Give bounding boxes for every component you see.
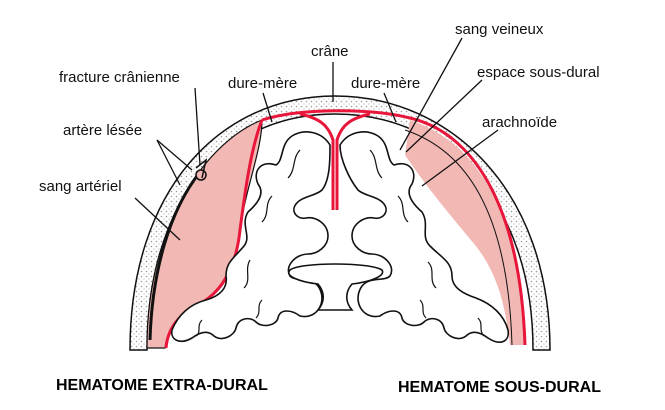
artery-lesion [195,169,207,181]
label-espace-sous-dural: espace sous-dural [477,64,600,81]
label-crane: crâne [311,43,349,60]
left-hemisphere [170,131,331,342]
left-hemisphere-inner-folds [195,149,301,337]
caption-extradural: HEMATOME EXTRA-DURAL [56,377,268,394]
arachnoid-line [404,129,513,346]
label-dure-mere-right: dure-mère [351,75,420,92]
label-artere: artère lésée [63,122,142,139]
right-hemisphere [339,131,510,343]
leader-lines [134,37,499,241]
dura-mater-line [261,109,527,346]
falx [299,112,371,210]
caption-subdural: HEMATOME SOUS-DURAL [398,379,601,396]
label-sang-veineux: sang veineux [455,21,544,38]
ventricle [287,263,384,311]
label-sang-arteriel: sang artériel [39,178,122,195]
label-fracture: fracture crânienne [59,69,180,86]
label-arachnoide: arachnoïde [482,114,557,131]
right-hemisphere-inner-folds [369,149,485,337]
label-dure-mere-left: dure-mère [228,75,297,92]
injured-artery [148,171,202,341]
fracture-mark [195,158,208,179]
